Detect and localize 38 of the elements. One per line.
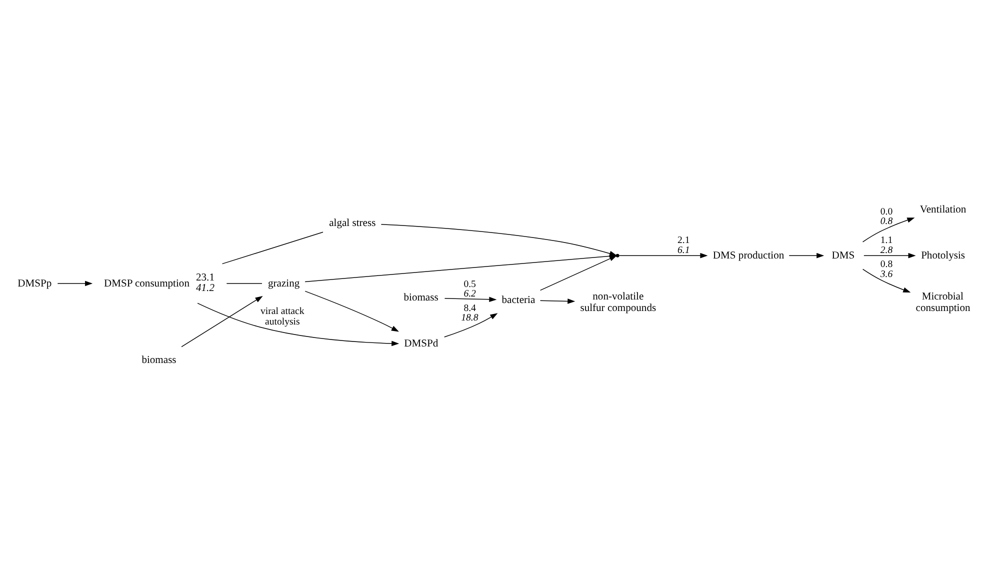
arrow — [57, 280, 93, 286]
arrow — [197, 302, 400, 346]
arrow — [540, 298, 576, 304]
arrow — [862, 217, 915, 242]
arrow — [618, 252, 708, 258]
edge-label: viral attack autolysis — [260, 305, 304, 328]
edge-label: 1.1 2.8 — [880, 234, 893, 256]
node-text: DMS production — [712, 250, 784, 261]
arrow — [444, 296, 497, 302]
node-point — [616, 253, 620, 257]
node-text: biomass — [404, 292, 438, 304]
node-text: DMS — [832, 250, 855, 261]
node-text: biomass — [142, 354, 176, 366]
edge-label: 8.4 18.8 — [461, 302, 478, 324]
node-text: DMSP consumption — [104, 278, 190, 289]
arrow — [864, 252, 916, 258]
connector — [222, 231, 324, 264]
node-text: DMSPp — [18, 278, 52, 289]
node-text: non-volatile sulfur compounds — [580, 290, 656, 314]
edge-label: 0.8 3.6 — [880, 258, 893, 280]
arrow — [181, 295, 263, 347]
arrow — [540, 255, 617, 290]
node-label: 23.1 41.2 — [196, 272, 214, 294]
arrow — [444, 312, 498, 337]
edge-label: 0.5 6.2 — [464, 278, 476, 300]
node-text: DMSPd — [404, 338, 438, 350]
connector — [226, 282, 262, 284]
node-text: bacteria — [502, 294, 536, 306]
edge-label: 0.0 0.8 — [880, 206, 893, 227]
node-text: Ventilation — [920, 204, 966, 215]
node-text: grazing — [268, 278, 300, 289]
node-text: algal stress — [329, 217, 376, 228]
arrow — [788, 252, 824, 258]
arrow — [862, 268, 911, 292]
node-text: Microbial consumption — [916, 290, 970, 314]
node-text: Photolysis — [921, 250, 966, 261]
arrow — [304, 290, 399, 332]
edge-label: 2.1 6.1 — [678, 234, 690, 256]
